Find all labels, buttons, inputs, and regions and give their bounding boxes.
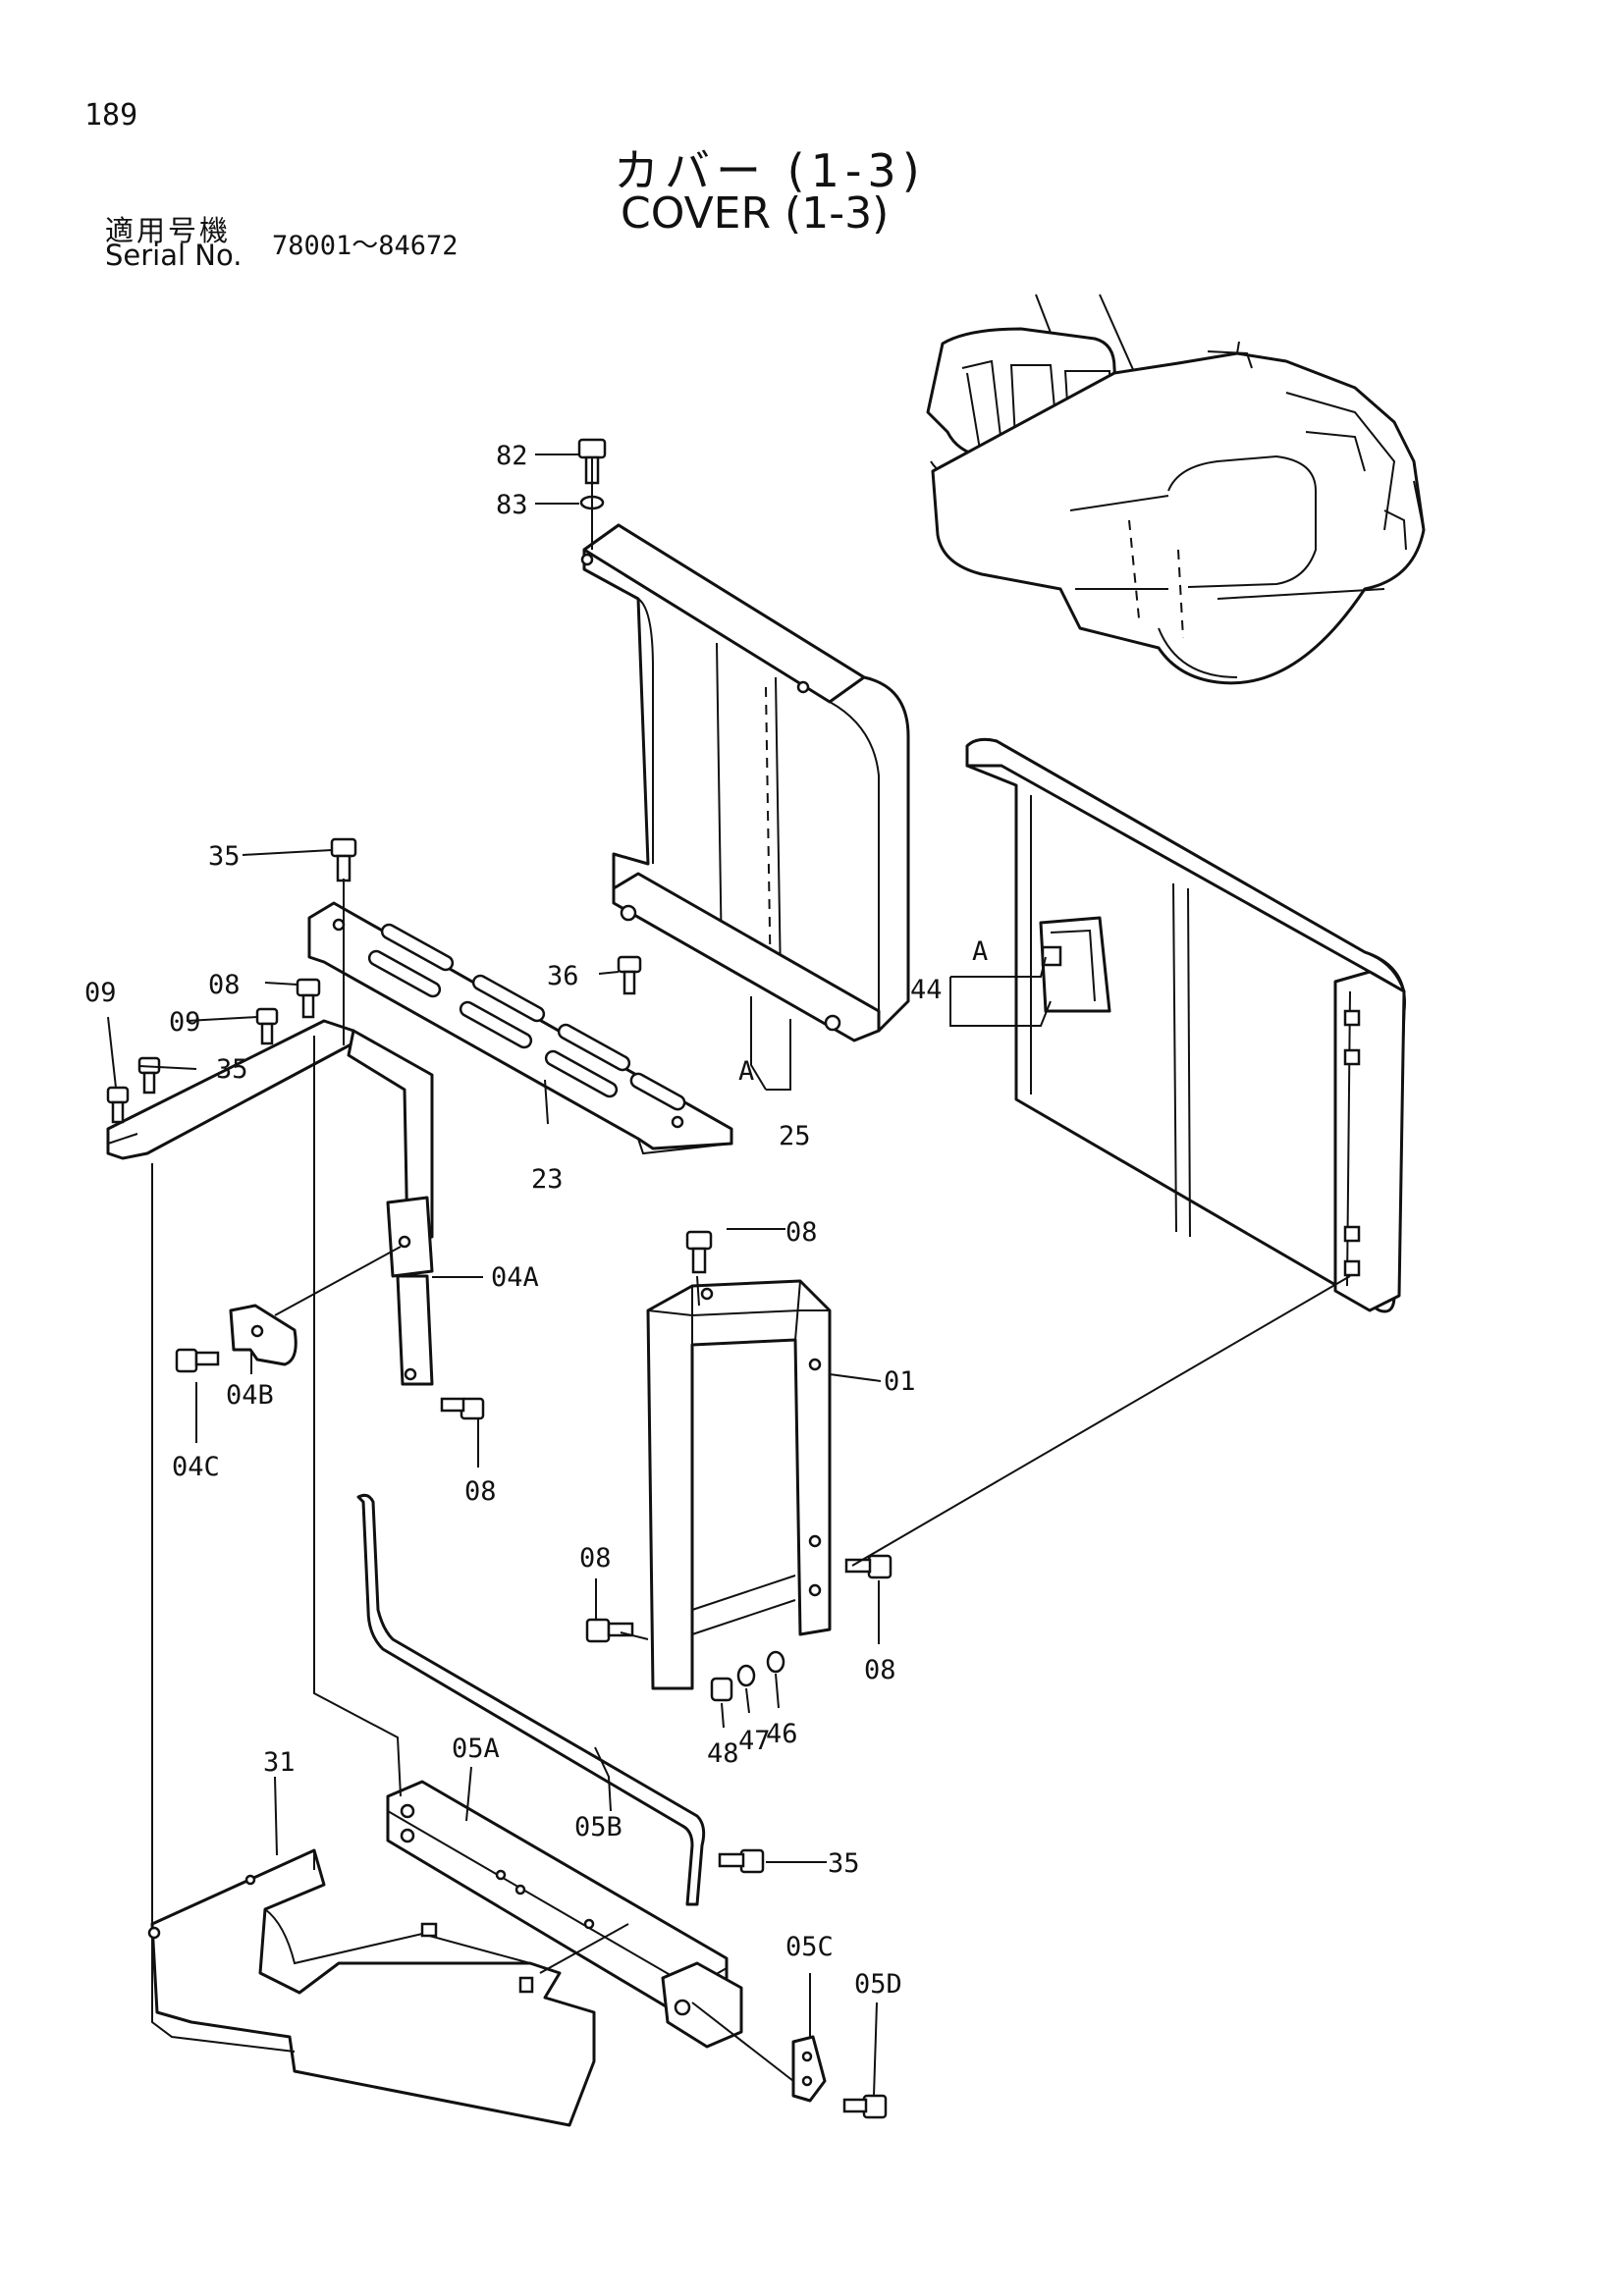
- callout-08-lower-left: 08: [464, 1476, 497, 1507]
- callout-82: 82: [496, 441, 528, 471]
- bolt-04C: [175, 1348, 220, 1373]
- callout-04C: 04C: [172, 1452, 220, 1482]
- nut-washer-48-47-46: [710, 1650, 785, 1702]
- bolt-08-top-frame: [685, 1230, 713, 1274]
- callout-A-upper: A: [972, 936, 988, 967]
- bolt-36: [617, 955, 642, 995]
- callout-46: 46: [766, 1719, 798, 1749]
- callout-04A: 04A: [491, 1262, 539, 1293]
- callout-44: 44: [910, 975, 943, 1005]
- perforated-plate-23: [307, 901, 733, 1155]
- callout-05C: 05C: [785, 1932, 834, 1962]
- cover-panel-25: [580, 523, 910, 1042]
- frame-bracket: [106, 1019, 434, 1386]
- callout-35-mid: 35: [216, 1054, 248, 1085]
- callout-05D: 05D: [854, 1969, 902, 2000]
- bolt-35-lower: [718, 1848, 765, 1874]
- page-number: 189: [84, 98, 138, 133]
- rod-05B: [356, 1493, 706, 1906]
- callout-83: 83: [496, 490, 528, 520]
- callout-25: 25: [779, 1121, 811, 1151]
- callout-01: 01: [884, 1366, 916, 1397]
- callout-09-mid: 09: [169, 1007, 201, 1038]
- callout-05B: 05B: [574, 1812, 622, 1842]
- callout-48: 48: [707, 1738, 739, 1769]
- callout-09-left: 09: [84, 978, 117, 1008]
- bolt-05D: [842, 2094, 888, 2119]
- callout-05A: 05A: [452, 1734, 500, 1764]
- assembly-guide-lines: [151, 456, 1351, 2082]
- bolt-08-lower-left: [440, 1397, 485, 1420]
- callout-47: 47: [738, 1726, 771, 1756]
- callout-36: 36: [547, 961, 579, 991]
- serial-label-japanese: 適用号機: [105, 214, 232, 247]
- callout-35-upper: 35: [208, 841, 241, 872]
- callout-08-frame-top: 08: [785, 1217, 818, 1248]
- page-title-japanese: カバー (1-3): [614, 144, 926, 197]
- callout-08-upper-left: 08: [208, 970, 241, 1000]
- callout-23: 23: [531, 1164, 564, 1195]
- lower-cover-31: [147, 1848, 596, 2127]
- callout-08-frame-right: 08: [864, 1655, 896, 1685]
- plate-05C: [791, 2035, 827, 2103]
- callout-31: 31: [263, 1747, 296, 1778]
- serial-range: 78001～84672: [272, 231, 459, 261]
- bolts-08-frame-sides: [585, 1554, 893, 1643]
- excavator-overview-illustration: [926, 294, 1426, 685]
- frame-01: [646, 1279, 832, 1690]
- callout-35-lower: 35: [828, 1848, 860, 1879]
- callout-08-frame-left: 08: [579, 1543, 612, 1574]
- bracket-04B: [229, 1304, 298, 1366]
- callout-leaders: [107, 454, 1052, 2097]
- bolts-09-08-35: [106, 978, 321, 1124]
- page-title: COVER (1-3): [621, 188, 890, 239]
- side-cover-44: [965, 737, 1406, 1313]
- bolt-35-upper: [330, 837, 357, 882]
- serial-label: Serial No.: [105, 239, 243, 272]
- callout-04B: 04B: [226, 1380, 274, 1411]
- callout-A-lower: A: [738, 1056, 754, 1087]
